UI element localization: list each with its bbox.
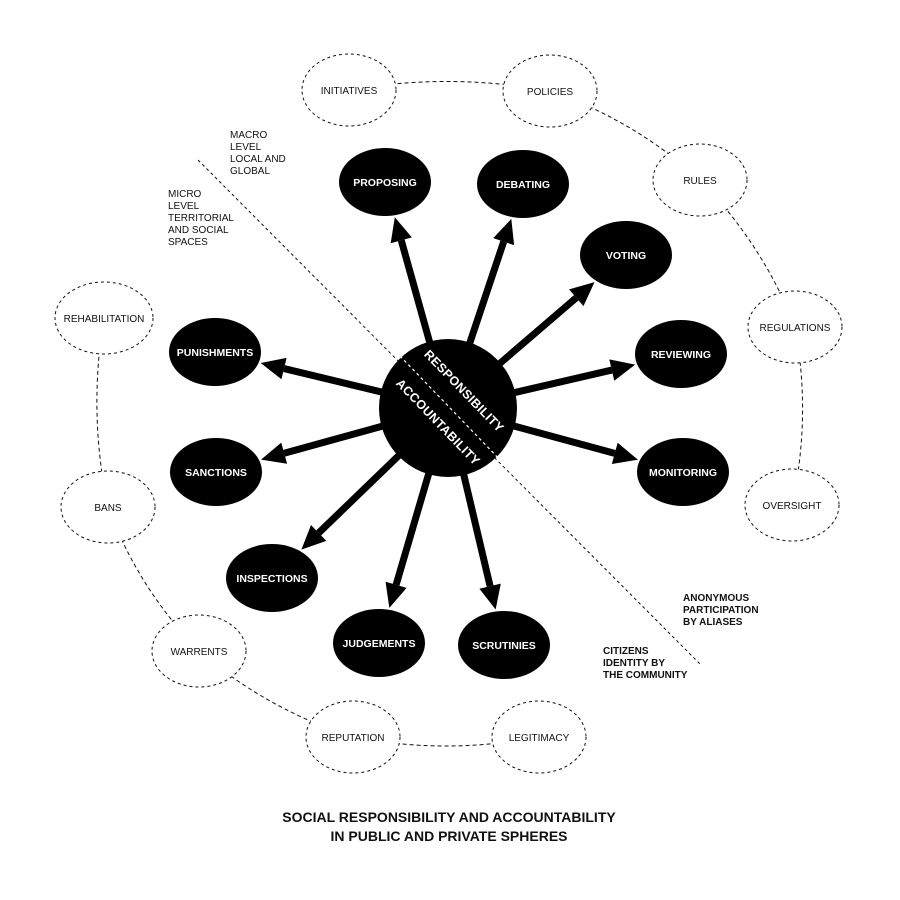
hub-divider: [399, 355, 504, 464]
outer-label-bans: BANS: [94, 503, 122, 514]
arrow-head-monitoring: [611, 442, 638, 465]
note-macro-line: MACRO: [230, 130, 267, 141]
spoke-label-monitoring: MONITORING: [649, 467, 717, 479]
note-citizens-line: CITIZENS: [603, 646, 649, 657]
outer-node-reputation: REPUTATION: [305, 700, 401, 774]
diagram-title: SOCIAL RESPONSIBILITY AND ACCOUNTABILITY…: [282, 809, 616, 844]
spoke-node-sanctions: SANCTIONS: [170, 438, 262, 506]
spoke-arrows: [260, 217, 638, 610]
arrow-head-reviewing: [609, 359, 636, 381]
spoke-nodes: PROPOSING DEBATING VOTING REVIEWING MONI…: [169, 148, 729, 679]
hub-node: RESPONSIBILITY ACCOUNTABILITY: [379, 339, 517, 477]
outer-label-rehabilitation: REHABILITATION: [64, 314, 145, 325]
spoke-node-debating: DEBATING: [477, 150, 569, 218]
spoke-node-inspections: INSPECTIONS: [226, 544, 318, 612]
note-citizens-line: THE COMMUNITY: [603, 670, 688, 681]
spoke-node-judgements: JUDGEMENTS: [333, 609, 425, 677]
outer-node-bans: BANS: [60, 470, 156, 544]
outer-connector-warrents-bans: [107, 506, 200, 652]
arrow-head-punishments: [260, 357, 287, 380]
spoke-node-voting: VOTING: [580, 221, 672, 289]
outer-label-warrents: WARRENTS: [171, 647, 228, 658]
note-citizens-identity: CITIZENS IDENTITY BY THE COMMUNITY: [603, 646, 688, 681]
arrow-head-proposing: [390, 217, 412, 244]
arrow-head-voting: [569, 282, 595, 307]
spoke-label-inspections: INSPECTIONS: [236, 573, 307, 585]
spoke-label-voting: VOTING: [606, 250, 646, 262]
spoke-label-scrutinies: SCRUTINIES: [472, 640, 536, 652]
outer-label-rules: RULES: [683, 176, 717, 187]
arrow-shaft-judgements: [392, 469, 434, 586]
arrow-head-inspections: [301, 525, 327, 550]
spoke-node-proposing: PROPOSING: [339, 148, 431, 216]
arrow-shaft-debating: [465, 240, 508, 348]
outer-node-initiatives: INITIATIVES: [301, 53, 397, 127]
outer-node-oversight: OVERSIGHT: [744, 468, 840, 542]
outer-node-rehabilitation: REHABILITATION: [54, 281, 154, 355]
arrow-shaft-sanctions: [283, 421, 387, 457]
title-line-2: IN PUBLIC AND PRIVATE SPHERES: [331, 828, 568, 844]
arrow-shaft-proposing: [397, 239, 434, 347]
spoke-label-judgements: JUDGEMENTS: [343, 638, 416, 650]
arrow-shaft-reviewing: [510, 366, 613, 397]
arrow-head-debating: [493, 218, 515, 246]
arrow-head-judgements: [385, 581, 407, 608]
note-anonymous-line: ANONYMOUS: [683, 593, 749, 604]
arrow-head-sanctions: [261, 442, 288, 464]
note-micro-line: SPACES: [168, 237, 208, 248]
spoke-label-debating: DEBATING: [496, 179, 550, 191]
outer-ring-nodes: INITIATIVES POLICIES RULES REGULATIONS O…: [54, 53, 843, 774]
outer-node-legitimacy: LEGITIMACY: [491, 700, 587, 774]
spoke-node-punishments: PUNISHMENTS: [169, 318, 261, 386]
outer-node-warrents: WARRENTS: [151, 614, 247, 688]
outer-label-oversight: OVERSIGHT: [763, 501, 822, 512]
spoke-label-proposing: PROPOSING: [353, 177, 417, 189]
arrow-shaft-monitoring: [509, 421, 616, 457]
outer-label-reputation: REPUTATION: [322, 733, 385, 744]
note-micro-line: AND SOCIAL: [168, 225, 229, 236]
spoke-label-sanctions: SANCTIONS: [185, 467, 247, 479]
arrow-head-scrutinies: [479, 583, 501, 610]
note-macro-line: GLOBAL: [230, 166, 270, 177]
note-micro-level: MICRO LEVEL TERRITORIAL AND SOCIAL SPACE…: [168, 189, 234, 248]
outer-node-policies: POLICIES: [502, 54, 598, 128]
note-macro-line: LEVEL: [230, 142, 262, 153]
arrow-shaft-inspections: [316, 450, 404, 536]
spoke-node-monitoring: MONITORING: [637, 438, 729, 506]
note-citizens-line: IDENTITY BY: [603, 658, 665, 669]
note-micro-line: LEVEL: [168, 201, 200, 212]
outer-label-policies: POLICIES: [527, 87, 573, 98]
arrow-shaft-punishments: [283, 365, 386, 397]
outer-label-initiatives: INITIATIVES: [321, 86, 378, 97]
note-anonymous-line: BY ALIASES: [683, 617, 743, 628]
spoke-label-reviewing: REVIEWING: [651, 349, 711, 361]
outer-label-legitimacy: LEGITIMACY: [509, 733, 570, 744]
note-anonymous-line: PARTICIPATION: [683, 605, 759, 616]
spoke-label-punishments: PUNISHMENTS: [177, 347, 253, 359]
spoke-node-scrutinies: SCRUTINIES: [458, 611, 550, 679]
note-macro-level: MACRO LEVEL LOCAL AND GLOBAL: [230, 130, 286, 177]
note-micro-line: TERRITORIAL: [168, 213, 234, 224]
outer-node-regulations: REGULATIONS: [747, 290, 843, 364]
spoke-node-reviewing: REVIEWING: [635, 320, 727, 388]
note-macro-line: LOCAL AND: [230, 154, 286, 165]
outer-label-regulations: REGULATIONS: [760, 323, 831, 334]
title-line-1: SOCIAL RESPONSIBILITY AND ACCOUNTABILITY: [282, 809, 616, 825]
arrow-shaft-voting: [495, 295, 579, 369]
arrow-shaft-scrutinies: [459, 470, 494, 588]
outer-node-rules: RULES: [652, 143, 748, 217]
note-micro-line: MICRO: [168, 189, 202, 200]
note-anonymous-participation: ANONYMOUS PARTICIPATION BY ALIASES: [683, 593, 759, 628]
